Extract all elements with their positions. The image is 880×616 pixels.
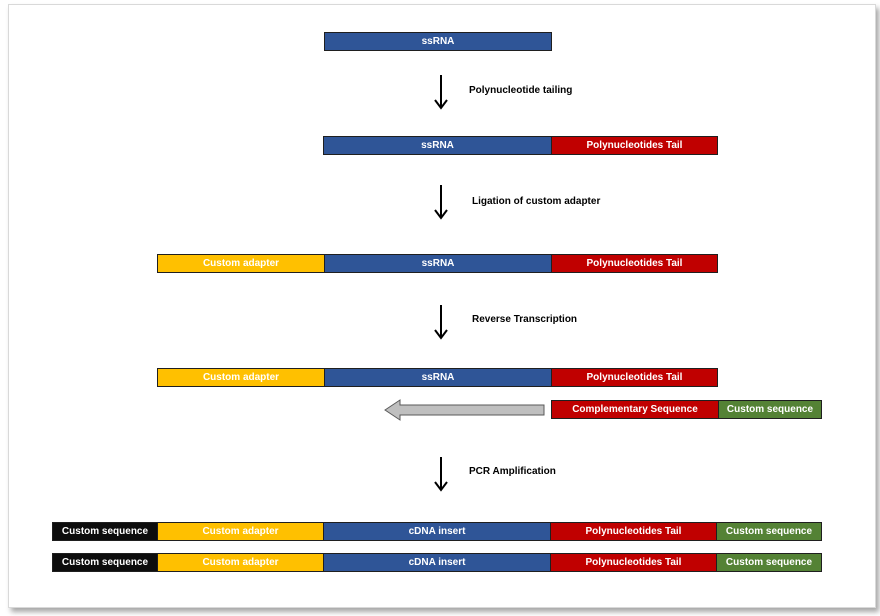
- custom-adapter-segment: Custom adapter: [157, 522, 324, 541]
- complementary-sequence-segment: Complementary Sequence: [551, 400, 719, 419]
- step-label-pcr-amplification: PCR Amplification: [469, 466, 556, 477]
- ssrna-segment: ssRNA: [324, 368, 552, 387]
- step-label-reverse-transcription: Reverse Transcription: [472, 314, 578, 325]
- custom-sequence-segment: Custom sequence: [52, 553, 158, 572]
- step-label-ligation: Ligation of custom adapter: [472, 196, 601, 207]
- down-arrow-icon: [434, 457, 448, 492]
- down-arrow-icon: [434, 75, 448, 110]
- custom-sequence-segment: Custom sequence: [718, 400, 822, 419]
- step-label-tailing: Polynucleotide tailing: [469, 85, 573, 96]
- polynucleotides-tail-segment: Polynucleotides Tail: [551, 136, 718, 155]
- down-arrow-icon: [434, 305, 448, 340]
- custom-sequence-segment: Custom sequence: [52, 522, 158, 541]
- cdna-insert-segment: cDNA insert: [323, 553, 551, 572]
- custom-adapter-segment: Custom adapter: [157, 368, 325, 387]
- down-arrow-icon: [434, 185, 448, 220]
- custom-adapter-segment: Custom adapter: [157, 553, 324, 572]
- cdna-insert-segment: cDNA insert: [323, 522, 551, 541]
- reverse-transcription-arrow-icon: [384, 399, 545, 421]
- custom-sequence-segment: Custom sequence: [716, 553, 822, 572]
- custom-adapter-segment: Custom adapter: [157, 254, 325, 273]
- polynucleotides-tail-segment: Polynucleotides Tail: [551, 368, 718, 387]
- polynucleotides-tail-segment: Polynucleotides Tail: [551, 254, 718, 273]
- ssrna-segment: ssRNA: [323, 136, 552, 155]
- ssrna-segment: ssRNA: [324, 254, 552, 273]
- ssrna-segment: ssRNA: [324, 32, 552, 51]
- custom-sequence-segment: Custom sequence: [716, 522, 822, 541]
- polynucleotides-tail-segment: Polynucleotides Tail: [550, 553, 717, 572]
- polynucleotides-tail-segment: Polynucleotides Tail: [550, 522, 717, 541]
